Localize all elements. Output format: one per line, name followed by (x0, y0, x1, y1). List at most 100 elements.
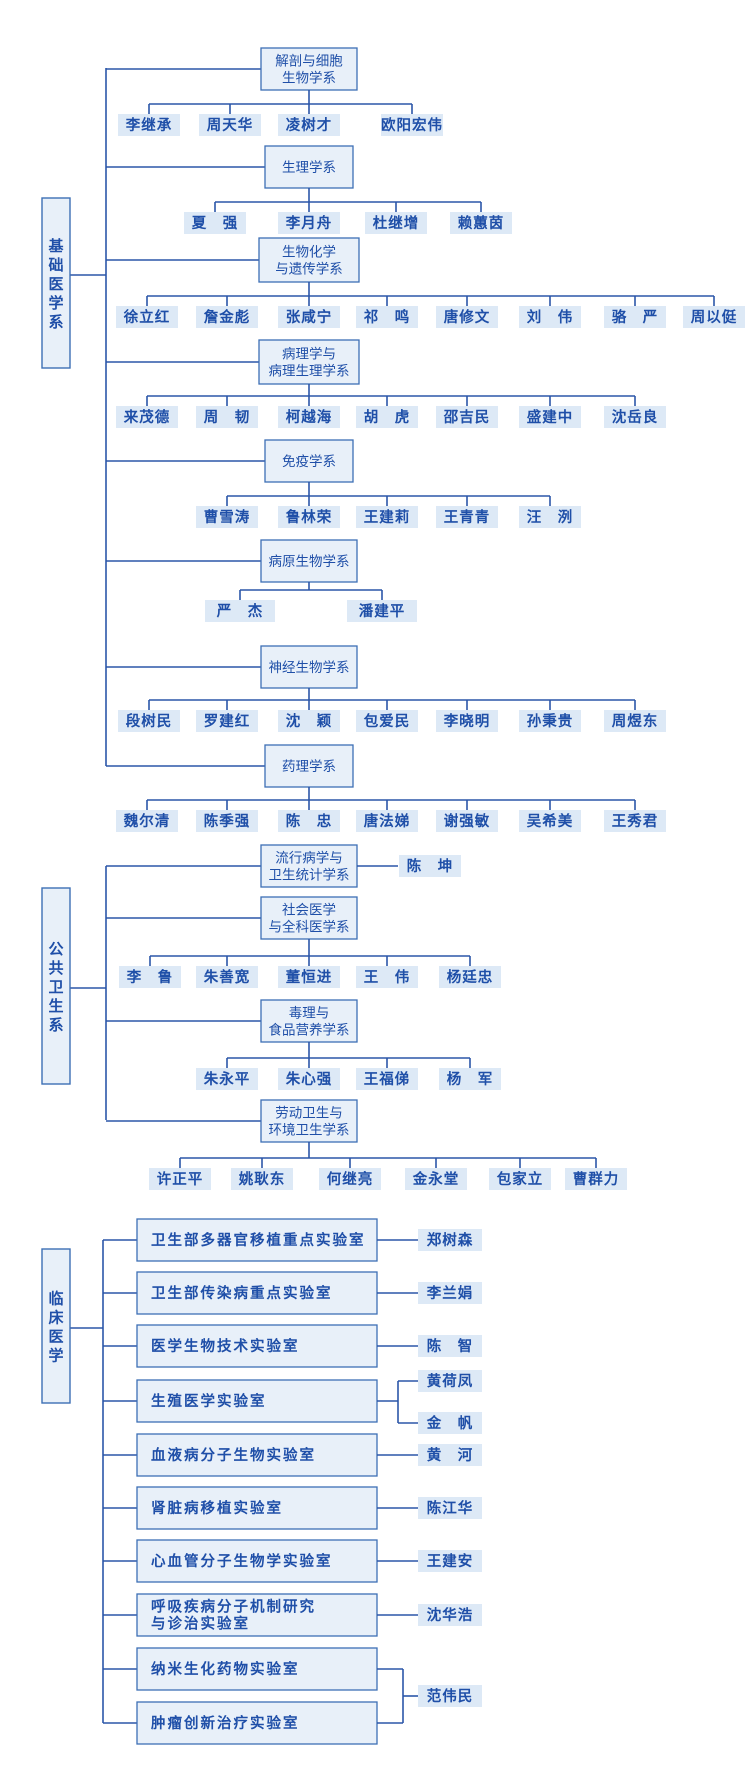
lab-box (136, 1324, 378, 1368)
person-box (439, 966, 501, 988)
person-name: 唐法娣 (364, 812, 411, 830)
faculty-name-char: 学 (48, 1347, 63, 1365)
person-name: 严 杰 (216, 602, 264, 620)
person-name: 陈季强 (204, 812, 251, 830)
person-box (116, 810, 178, 832)
person-name: 金 帆 (426, 1414, 474, 1432)
person-box (356, 306, 418, 328)
person-box (278, 114, 340, 136)
lab-name: 生殖医学实验室 (151, 1392, 267, 1410)
person-name: 邵吉民 (443, 408, 491, 426)
person-box (418, 1370, 482, 1392)
person-name: 陈 坤 (407, 857, 454, 875)
person-box (356, 966, 418, 988)
person-box (418, 1604, 482, 1626)
dept-box (260, 844, 358, 888)
dept-name: 卫生统计学系 (269, 868, 350, 884)
lab-box (136, 1379, 378, 1423)
person-name: 包家立 (497, 1170, 544, 1188)
person-name: 杨廷忠 (447, 968, 494, 986)
person-box (418, 1229, 482, 1251)
person-box (418, 1497, 482, 1519)
lab-name: 卫生部多器官移植重点实验室 (151, 1231, 366, 1249)
person-box (436, 506, 498, 528)
person-box (356, 1068, 418, 1090)
person-box (604, 306, 666, 328)
dept-name: 毒理与 (289, 1006, 330, 1022)
person-name: 欧阳宏伟 (381, 116, 443, 134)
person-name: 王秀君 (612, 812, 659, 830)
dept-name: 环境卫生学系 (269, 1123, 350, 1139)
dept-name: 食品营养学系 (269, 1022, 350, 1039)
person-box (356, 506, 418, 528)
person-name: 王福俤 (364, 1070, 411, 1088)
person-name: 谢强敏 (444, 812, 491, 830)
person-box (604, 810, 666, 832)
person-box (519, 710, 581, 732)
person-box (436, 306, 498, 328)
faculty-name-char: 基 (47, 237, 64, 255)
person-name: 罗建红 (204, 712, 251, 730)
dept-box (260, 896, 358, 940)
person-box (278, 506, 340, 528)
person-box (436, 710, 498, 732)
dept-name: 生理学系 (282, 160, 336, 176)
person-box (436, 406, 498, 428)
person-name: 黄荷凤 (427, 1372, 474, 1390)
person-box (196, 306, 258, 328)
person-name: 孙秉贵 (527, 712, 574, 730)
person-box (439, 1068, 501, 1090)
person-name: 陈 忠 (286, 812, 333, 830)
person-name: 沈岳良 (612, 408, 659, 426)
dept-box (260, 47, 358, 91)
person-name: 沈 颖 (286, 712, 333, 730)
person-name: 周以侹 (691, 308, 738, 326)
lab-name: 血液病分子生物实验室 (151, 1446, 316, 1464)
person-box (116, 406, 178, 428)
person-box (489, 1168, 551, 1190)
person-box (418, 1282, 482, 1304)
faculty-box (41, 887, 71, 1085)
person-box (278, 710, 340, 732)
person-box (278, 406, 340, 428)
person-box (519, 306, 581, 328)
lab-box (136, 1647, 378, 1691)
lab-name: 心血管分子生物学实验室 (151, 1552, 333, 1570)
person-name: 李继承 (125, 116, 173, 134)
dept-name: 免疫学系 (282, 454, 336, 470)
dept-name: 解剖与细胞 (275, 54, 343, 70)
person-box (196, 1068, 258, 1090)
person-name: 曹雪涛 (204, 508, 251, 526)
person-name: 黄 河 (427, 1446, 474, 1464)
dept-box (260, 539, 358, 583)
dept-name: 与遗传学系 (275, 262, 343, 278)
person-name: 赖蕙茵 (458, 214, 505, 232)
lab-box (136, 1218, 378, 1262)
person-box (199, 114, 261, 136)
person-box (399, 855, 461, 877)
lab-box (136, 1486, 378, 1530)
person-box (604, 406, 666, 428)
dept-box (260, 645, 358, 689)
person-name: 王青青 (444, 508, 491, 526)
person-name: 周天华 (207, 116, 254, 134)
person-name: 汪 洌 (527, 508, 574, 526)
dept-name: 生物学系 (282, 71, 336, 87)
person-name: 骆 严 (612, 308, 659, 326)
person-box (116, 306, 178, 328)
person-name: 沈华浩 (427, 1606, 474, 1624)
lab-box (136, 1701, 378, 1745)
person-name: 朱永平 (204, 1070, 251, 1088)
person-box (196, 966, 258, 988)
person-name: 陈 智 (427, 1337, 474, 1355)
person-name: 夏 强 (192, 215, 239, 232)
person-name: 祁 鸣 (364, 308, 411, 326)
faculty-name-char: 系 (48, 1016, 63, 1034)
person-name: 来茂德 (123, 408, 171, 426)
person-name: 朱善宽 (204, 968, 251, 986)
person-name: 凌树才 (286, 116, 333, 134)
person-name: 唐修文 (444, 308, 491, 326)
person-box (278, 212, 340, 234)
dept-box (258, 237, 360, 283)
